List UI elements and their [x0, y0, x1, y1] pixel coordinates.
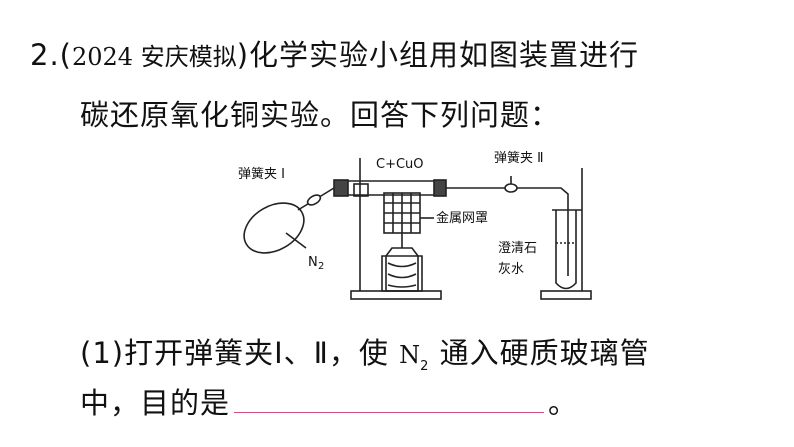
question-stem-text-2: 碳还原氧化铜实验。回答下列问题：: [80, 98, 561, 132]
question-stem-line-2: 碳还原氧化铜实验。回答下列问题：: [80, 92, 560, 134]
alcohol-lamp: [385, 247, 419, 292]
question-stem-text-1: 化学实验小组用如图装置进行: [249, 38, 640, 72]
question-source: 2024 安庆模拟: [72, 43, 237, 71]
n2-gas-bag: [243, 202, 305, 254]
subquestion-n2-sub: 2: [420, 358, 430, 374]
label-limewater-1: 澄清石: [498, 241, 537, 256]
left-stand-clamp: [353, 183, 369, 197]
source-paren-open: (: [59, 38, 72, 72]
question-number: 2.: [30, 38, 60, 72]
subquestion-line-1: (1)打开弹簧夹Ⅰ、Ⅱ，使 N2 通入硬质玻璃管: [80, 330, 650, 374]
answer-blank[interactable]: [234, 382, 545, 413]
subquestion-line2-suffix: 。: [548, 386, 579, 420]
subquestion-text-1: 打开弹簧夹Ⅰ、Ⅱ，使: [124, 336, 400, 370]
outlet-tube: [446, 187, 569, 276]
label-clip-2: 弹簧夹 Ⅱ: [494, 150, 544, 166]
spring-clip-1: [306, 194, 322, 206]
label-mesh-shield: 金属网罩: [436, 210, 488, 226]
question-stem-line-1: 2.(2024 安庆模拟)化学实验小组用如图装置进行: [30, 32, 639, 74]
subquestion-n2: N: [399, 341, 421, 369]
subquestion-number: (1): [80, 336, 125, 370]
label-n2: N: [308, 255, 318, 270]
label-clip-1: 弹簧夹 Ⅰ: [238, 166, 285, 182]
right-stand-base: [540, 290, 592, 300]
subquestion-line2-prefix: 中，目的是: [80, 386, 231, 420]
left-stand-base: [350, 290, 442, 300]
lamp-wood-block: [381, 255, 423, 292]
left-stopper: [333, 179, 349, 197]
label-reagent: C+CuO: [376, 157, 424, 172]
test-tube: [555, 210, 577, 290]
apparatus-figure: 弹簧夹 Ⅰ C+CuO 弹簧夹 Ⅱ 金属网罩 N 2 澄清石 灰水: [238, 150, 592, 300]
subquestion-line-2: 中，目的是 。: [80, 380, 578, 422]
subquestion-text-2: 通入硬质玻璃管: [429, 336, 650, 370]
label-limewater-2: 灰水: [498, 262, 524, 277]
right-stopper: [433, 179, 447, 197]
spring-clip-2: [504, 183, 518, 193]
label-n2-sub: 2: [318, 261, 324, 272]
source-paren-close: ): [236, 38, 250, 72]
